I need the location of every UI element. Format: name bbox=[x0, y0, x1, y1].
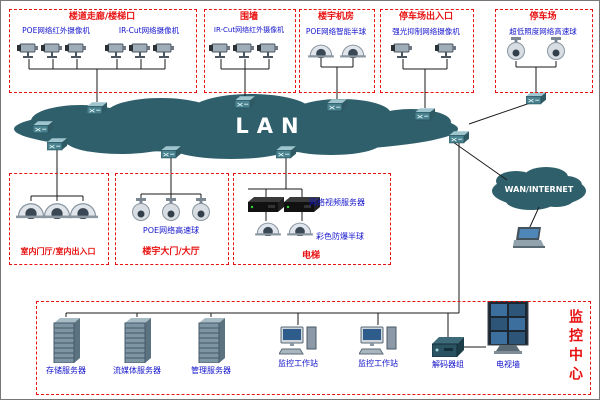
group-title-parking-gate: 停车场出入口 bbox=[398, 12, 453, 22]
group-box-corridor bbox=[9, 9, 197, 93]
laptop-icon bbox=[513, 227, 545, 248]
connection-lines bbox=[28, 58, 557, 348]
monitor-center-label: 监控中心 bbox=[567, 309, 583, 385]
device-label-explosionproof-dome: 彩色防爆半球 bbox=[316, 232, 364, 241]
wan-cloud bbox=[492, 167, 586, 210]
group-title-machine-room: 楼宇机房 bbox=[317, 12, 354, 22]
device-label-tv-wall: 电视墙 bbox=[496, 360, 520, 369]
monitor-center-box bbox=[36, 301, 591, 395]
device-label-wall-camera: IR-Cut网络红外摄像机 bbox=[213, 26, 285, 34]
wan-cloud-label: WAN/INTERNET bbox=[504, 185, 574, 194]
switch-icon bbox=[276, 146, 296, 159]
lan-cloud-label: LAN bbox=[235, 114, 307, 138]
group-title-elevator: 电梯 bbox=[301, 251, 320, 261]
group-title-hall: 楼宇大门/大厅 bbox=[142, 247, 200, 257]
device-label-hlc-camera: 强光抑制网络摄像机 bbox=[392, 27, 460, 36]
device-label-ircut-camera: IR-Cut网络摄像机 bbox=[118, 26, 180, 35]
group-box-hall bbox=[115, 173, 229, 265]
group-box-parking-gate bbox=[380, 9, 474, 93]
switch-icon bbox=[449, 131, 469, 144]
device-label-smart-dome: POE网络智能半球 bbox=[305, 27, 367, 36]
device-label-stream-server: 流媒体服务器 bbox=[113, 366, 161, 375]
group-box-elevator bbox=[233, 173, 391, 265]
group-title-wall: 围墙 bbox=[239, 12, 258, 22]
switch-icon bbox=[327, 99, 347, 112]
group-title-corridor: 楼道走廊/楼梯口 bbox=[68, 12, 136, 22]
group-box-machine-room bbox=[299, 9, 375, 93]
group-box-lobby bbox=[9, 173, 109, 265]
device-label-video-server: 网络视频服务器 bbox=[309, 198, 365, 207]
group-box-parking bbox=[495, 9, 593, 93]
device-label-lowlux-speeddome: 超低照度网络高速球 bbox=[509, 27, 577, 36]
switch-icon bbox=[87, 102, 107, 115]
switch-icon bbox=[47, 138, 67, 151]
device-label-poe-speeddome: POE网络高速球 bbox=[142, 226, 200, 235]
switch-icon bbox=[161, 146, 181, 159]
switch-icon bbox=[526, 92, 546, 105]
group-title-parking: 停车场 bbox=[529, 12, 557, 22]
switch-icon bbox=[235, 96, 255, 109]
lan-cloud bbox=[14, 94, 458, 159]
switch-icon bbox=[415, 108, 435, 121]
group-title-lobby: 室内门厅/室内出入口 bbox=[20, 247, 96, 256]
device-label-workstation-1: 监控工作站 bbox=[278, 359, 318, 368]
group-box-wall bbox=[204, 9, 296, 93]
device-label-workstation-2: 监控工作站 bbox=[358, 359, 398, 368]
device-label-management-server: 管理服务器 bbox=[191, 366, 231, 375]
device-label-poe-ir-camera: POE网络红外摄像机 bbox=[22, 26, 90, 35]
device-label-storage-server: 存储服务器 bbox=[46, 366, 86, 375]
device-label-decoder-group: 解码器组 bbox=[432, 360, 464, 369]
switch-icon bbox=[33, 121, 53, 134]
